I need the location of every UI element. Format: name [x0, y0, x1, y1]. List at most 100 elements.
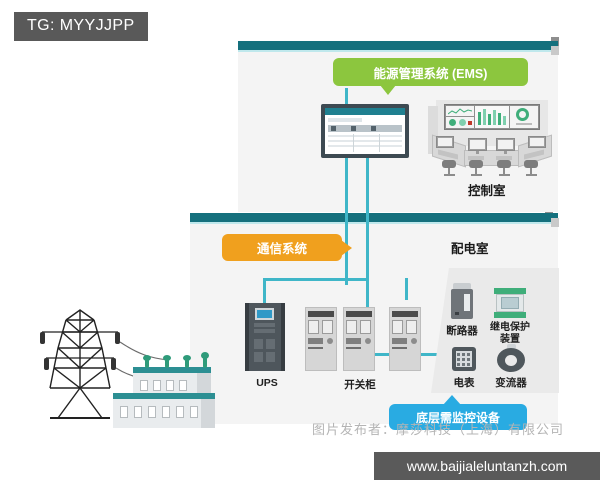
- chair-seat: [497, 160, 511, 168]
- ups-display-screen: [255, 308, 274, 320]
- switchgear-knob: [327, 338, 333, 344]
- switchgear-vent-grid: [392, 320, 403, 334]
- ups-label: UPS: [256, 377, 278, 389]
- roof-insulator-cap: [163, 355, 171, 361]
- substation-lower-roof: [113, 393, 215, 399]
- control-room-wall-side: [428, 106, 438, 154]
- switchgear-button-row: [346, 347, 361, 349]
- bottom-layer-callout-label: 底层需监控设备: [415, 410, 500, 425]
- relay-protection-device: [494, 288, 526, 320]
- ems-screen-row: [328, 145, 402, 147]
- chair-seat: [442, 160, 456, 168]
- switchgear-vent-grid: [308, 320, 319, 334]
- control-panel-shadow-lower: [551, 46, 559, 55]
- chair-base: [526, 174, 537, 176]
- url-watermark-bar: www.baijialeluntanzh.com: [374, 452, 600, 480]
- tg-tag: TG: MYYJJPP: [14, 12, 148, 41]
- video-wall-bar: [498, 113, 501, 125]
- ems-screen-row: [328, 140, 402, 142]
- ems-workstation-monitor: [321, 104, 409, 158]
- transmission-tower-illustration: [28, 292, 228, 428]
- communication-callout[interactable]: 通信系统: [222, 234, 352, 261]
- ems-screen-toolbar: [328, 125, 402, 132]
- ups-vent-grid: [254, 352, 263, 362]
- substation-window: [166, 380, 174, 391]
- converter-aperture: [505, 355, 517, 366]
- ems-screen-column-divider: [353, 134, 354, 152]
- ems-screen-row: [328, 135, 402, 137]
- meter-digit: [462, 363, 465, 366]
- meter-digit: [457, 363, 460, 366]
- video-wall-bar: [478, 112, 481, 125]
- switchgear-cabinet-3: [389, 307, 421, 371]
- circuit-breaker-indicator: [455, 312, 459, 315]
- operator-monitor-left-screen: [438, 138, 452, 146]
- ems-callout[interactable]: 能源管理系统 (EMS): [333, 58, 528, 95]
- video-wall-panel-left: [446, 106, 474, 116]
- switchgear-cabinet-2: [343, 307, 375, 371]
- roof-insulator: [185, 359, 189, 368]
- switchgear-header: [392, 311, 418, 317]
- control-panel-bar-highlight: [238, 50, 558, 52]
- relay-terminal-top: [494, 288, 526, 294]
- circuit-breaker-top: [453, 283, 471, 290]
- switchgear-display: [308, 338, 323, 344]
- chair-base: [444, 174, 455, 176]
- chair-pole: [448, 168, 450, 174]
- ems-screen-cell: [351, 126, 356, 131]
- roof-insulator: [165, 359, 169, 368]
- ems-screen-subheader: [328, 118, 362, 122]
- ems-screen-cell: [371, 126, 376, 131]
- substation-window: [134, 406, 142, 418]
- video-wall-legend-line: [516, 123, 532, 125]
- distribution-panel-bar: [190, 213, 558, 222]
- chair-base: [471, 174, 482, 176]
- video-wall-donut: [516, 108, 529, 121]
- ems-monitor-screen: [325, 108, 405, 154]
- tower-svg: [40, 309, 169, 419]
- electric-meter-label: 电表: [453, 377, 475, 389]
- meter-digit: [467, 358, 470, 361]
- connector-line-switchgear: [405, 278, 408, 300]
- video-wall-line-chart: [448, 108, 472, 115]
- meter-digit: [467, 363, 470, 366]
- switchgear-knob: [411, 338, 417, 344]
- connector-line-ups: [263, 278, 266, 306]
- distribution-panel-shadow: [551, 218, 559, 227]
- operator-monitor-2-stand: [504, 151, 507, 154]
- roof-insulator: [145, 359, 149, 368]
- circuit-breaker-device: [451, 283, 473, 319]
- communication-callout-label: 通信系统: [256, 242, 307, 256]
- connector-line-ups-horizontal: [263, 278, 366, 281]
- switchgear-button-row: [392, 347, 407, 349]
- meter-digit: [467, 353, 470, 356]
- bottom-layer-callout-tail: [443, 395, 461, 405]
- substation-window: [140, 380, 148, 391]
- bottom-layer-callout[interactable]: 底层需监控设备: [389, 395, 527, 430]
- substation-upper-roof: [133, 367, 211, 373]
- ups-vent-grid: [254, 339, 263, 349]
- keyboard-center-1: [468, 156, 484, 160]
- switchgear-display: [346, 338, 361, 344]
- switchgear-button-row: [308, 347, 323, 349]
- ups-cabinet-right-edge: [280, 303, 285, 371]
- chair-seat: [469, 160, 483, 168]
- roof-insulator: [203, 357, 207, 368]
- control-room-title: 控制室: [468, 184, 506, 198]
- ups-vent-grid: [266, 352, 275, 362]
- circuit-breaker-window: [464, 294, 470, 311]
- meter-digit: [457, 358, 460, 361]
- video-wall-bar: [483, 109, 486, 125]
- switchgear-cabinet-1: [305, 307, 337, 371]
- operator-chair-2: [469, 160, 483, 176]
- ems-callout-label: 能源管理系统 (EMS): [373, 66, 488, 81]
- control-room-illustration: [428, 100, 556, 178]
- relay-terminal-bottom: [494, 312, 526, 318]
- communication-callout-tail: [341, 240, 352, 256]
- relay-protection-label: 继电保护装置: [490, 322, 530, 345]
- ems-screen-titlebar: [325, 108, 405, 115]
- connector-line-ems-down: [345, 155, 348, 285]
- distribution-room-title: 配电室: [451, 242, 489, 256]
- roof-insulator-cap: [143, 355, 151, 361]
- switchgear-display: [392, 338, 407, 344]
